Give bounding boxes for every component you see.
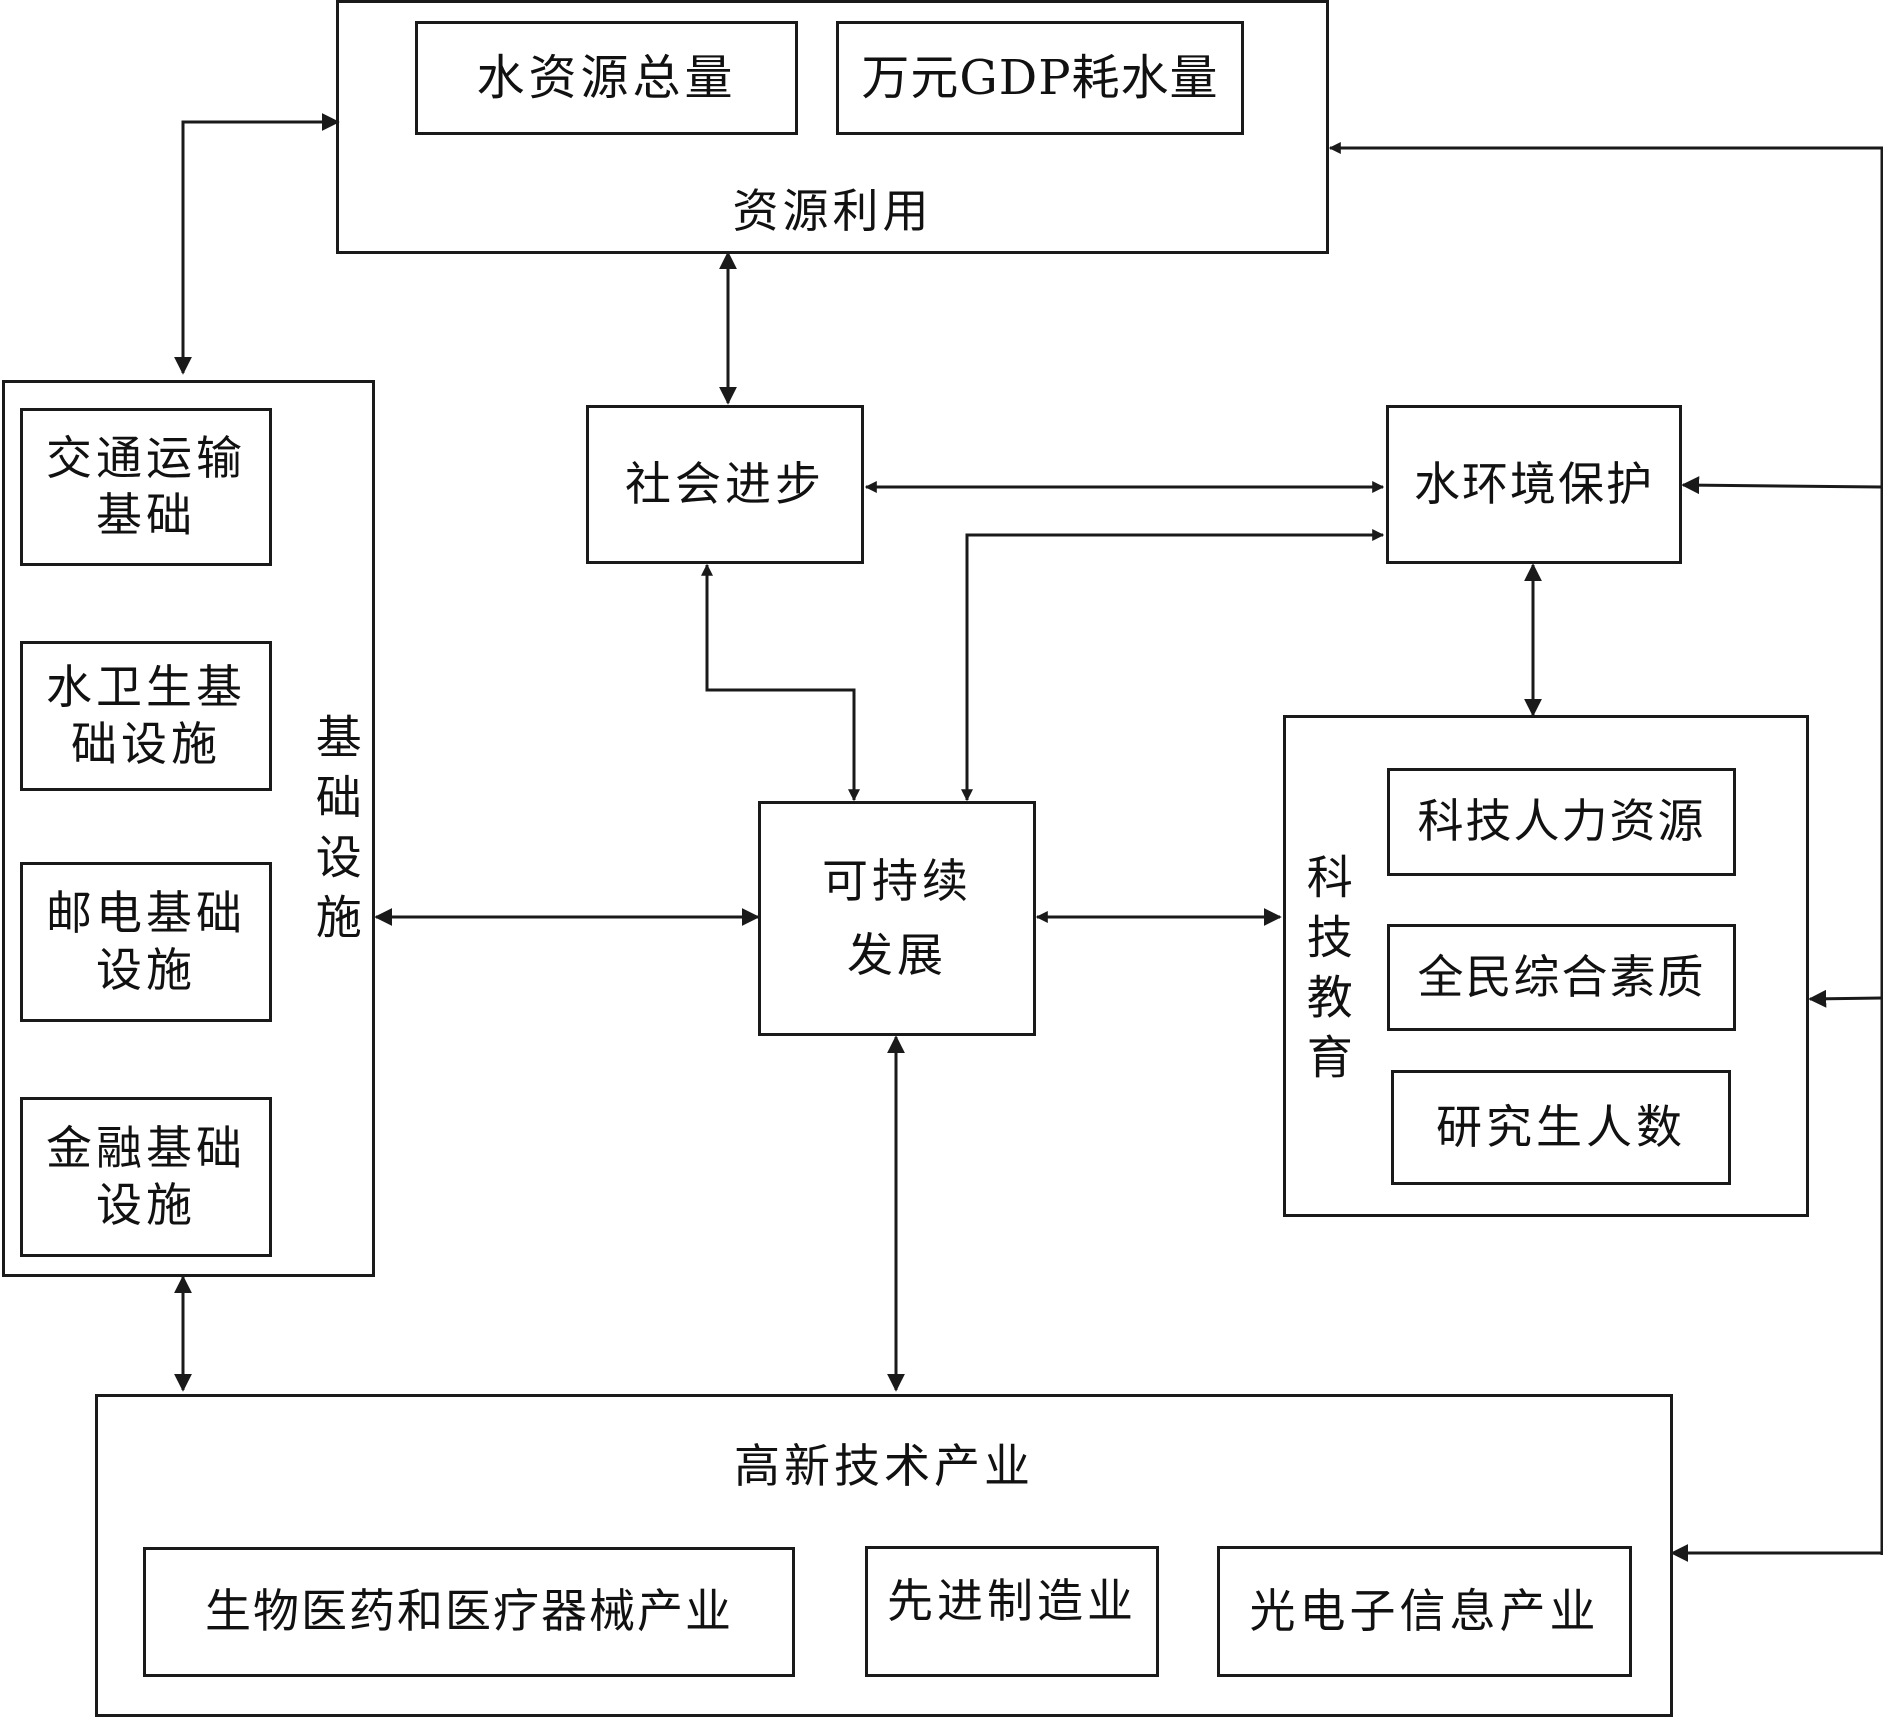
arrow-bus-science [1808, 989, 1883, 1008]
total-water-resources-label: 水资源总量 [476, 50, 737, 106]
water-sanitation-line2: 础设施 [71, 717, 221, 771]
finance-infrastructure-box: 金融基础 设施 [20, 1097, 272, 1257]
social-progress-label: 社会进步 [625, 456, 825, 511]
water-env-label: 水环境保护 [1414, 456, 1654, 511]
post-telecom-label: 邮电基础 设施 [23, 865, 269, 1019]
resource-utilization-box: 水资源总量 万元GDP耗水量 资源利用 [336, 0, 1329, 254]
arrow-social-sustainable [701, 563, 860, 802]
science-education-box: 科技教育 科技人力资源 全民综合素质 研究生人数 [1283, 715, 1809, 1217]
finance-infrastructure-label: 金融基础 设施 [23, 1100, 269, 1254]
infrastructure-box: 交通运输 基础 水卫生基 础设施 邮电基础 设施 金融基础 设施 基础设施 [2, 380, 375, 1277]
arrow-sustainable-waterenv [961, 529, 1385, 802]
post-telecom-line2: 设施 [96, 943, 196, 997]
hightech-industry-title: 高新技术产业 [734, 1439, 1034, 1494]
water-sanitation-box: 水卫生基 础设施 [20, 641, 272, 791]
total-water-resources-box: 水资源总量 [415, 21, 798, 135]
optoelectronics-label: 光电子信息产业 [1249, 1583, 1600, 1638]
science-education-title: 科技教育 [1299, 853, 1354, 1093]
finance-line2: 设施 [96, 1178, 196, 1232]
sustainable-line2: 发展 [847, 927, 947, 982]
public-quality-label: 全民综合素质 [1417, 949, 1706, 1004]
sustainable-development-box: 可持续 发展 [758, 801, 1036, 1036]
transport-line2: 基础 [96, 488, 196, 542]
transport-infrastructure-label: 交通运输 基础 [23, 411, 269, 563]
biomed-box: 生物医药和医疗器械产业 [143, 1547, 795, 1677]
water-per-gdp-label: 万元GDP耗水量 [861, 50, 1219, 106]
transport-infrastructure-box: 交通运输 基础 [20, 408, 272, 566]
biomed-label: 生物医药和医疗器械产业 [205, 1584, 733, 1639]
hightech-industry-box: 高新技术产业 生物医药和医疗器械产业 先进制造业 光电子信息产业 [95, 1394, 1673, 1717]
finance-line1: 金融基础 [46, 1120, 246, 1175]
graduate-count-box: 研究生人数 [1391, 1070, 1731, 1185]
infrastructure-title: 基础设施 [308, 713, 363, 953]
water-per-gdp-box: 万元GDP耗水量 [836, 21, 1244, 135]
sci-tech-hr-label: 科技人力资源 [1417, 794, 1706, 849]
sustainable-line1: 可持续 [822, 853, 972, 908]
advanced-manufacturing-box: 先进制造业 [865, 1546, 1159, 1677]
post-telecom-line1: 邮电基础 [46, 885, 246, 940]
graduate-count-label: 研究生人数 [1436, 1099, 1686, 1154]
optoelectronics-box: 光电子信息产业 [1217, 1546, 1632, 1677]
resource-utilization-title: 资源利用 [732, 184, 933, 239]
sci-tech-hr-box: 科技人力资源 [1387, 768, 1736, 876]
public-quality-box: 全民综合素质 [1387, 924, 1736, 1031]
sustainable-development-label: 可持续 发展 [761, 804, 1033, 1033]
post-telecom-box: 邮电基础 设施 [20, 862, 272, 1022]
water-env-box: 水环境保护 [1386, 405, 1682, 564]
social-progress-box: 社会进步 [586, 405, 864, 564]
water-sanitation-line1: 水卫生基 [46, 659, 246, 714]
transport-line1: 交通运输 [46, 430, 246, 485]
arrow-bus-waterenv [1681, 476, 1883, 495]
advanced-manufacturing-label: 先进制造业 [887, 1573, 1137, 1628]
arrow-resource-infrastructure [174, 113, 340, 375]
water-sanitation-label: 水卫生基 础设施 [23, 644, 269, 788]
